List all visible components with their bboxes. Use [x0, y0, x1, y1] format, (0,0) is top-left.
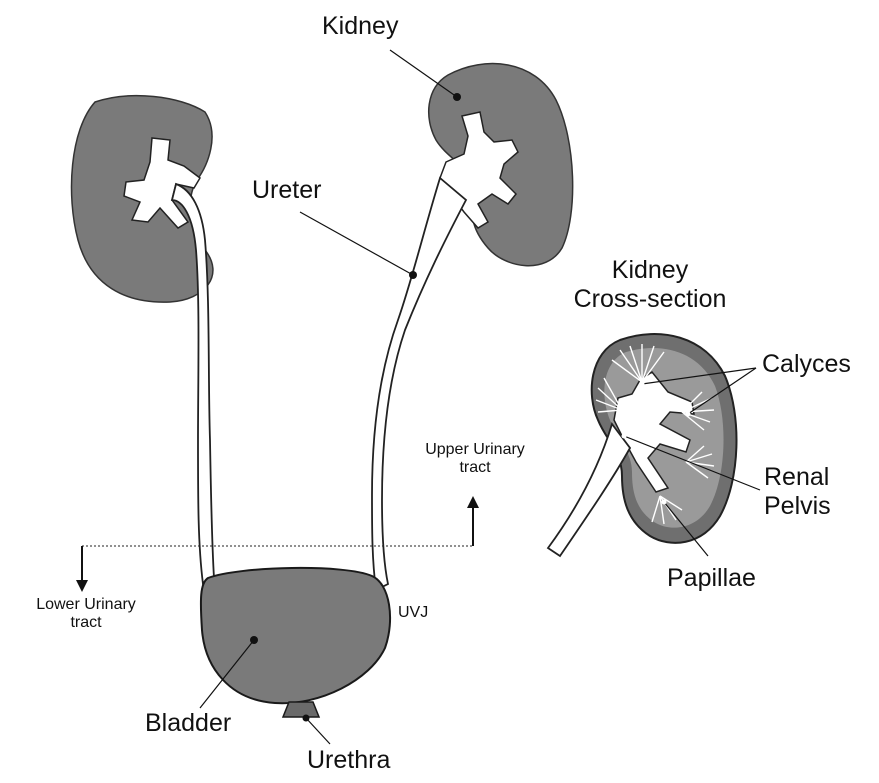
calyces-label: Calyces	[762, 350, 851, 379]
lower-tract-label-line1: Lower Urinary	[6, 596, 166, 614]
cross-section-title: Kidney Cross-section	[545, 256, 755, 314]
papillae-dot	[662, 500, 667, 505]
papillae-label: Papillae	[667, 564, 756, 593]
right-ureter	[372, 178, 466, 590]
bladder-leader-dot	[250, 636, 258, 644]
renal-pelvis-label-line2: Pelvis	[764, 492, 831, 521]
renal-pelvis-label-line1: Renal	[764, 463, 831, 492]
kidney-leader-line	[390, 50, 457, 97]
urethra-shape	[283, 702, 319, 717]
ureter-label: Ureter	[252, 176, 321, 205]
calyces-dot-1	[640, 382, 645, 387]
cross-section-title-line2: Cross-section	[545, 285, 755, 314]
right-kidney	[429, 64, 573, 266]
upper-tract-label: Upper Urinary tract	[395, 441, 555, 478]
lower-tract-label-line2: tract	[6, 614, 166, 632]
upper-tract-arrow-head	[467, 496, 479, 508]
cross-section-ureter	[548, 424, 630, 556]
renal-pelvis-label: Renal Pelvis	[764, 463, 831, 521]
kidney-label: Kidney	[322, 12, 398, 41]
urethra-leader-line	[306, 718, 330, 744]
ureter-leader-dot	[409, 271, 417, 279]
lower-tract-label: Lower Urinary tract	[6, 596, 166, 633]
cross-section-title-line1: Kidney	[545, 256, 755, 285]
kidney-leader-dot	[453, 93, 461, 101]
bladder-shape	[201, 568, 390, 703]
calyces-dot-2	[686, 412, 691, 417]
urethra-leader-dot	[303, 715, 310, 722]
lower-tract-arrow-head	[76, 580, 88, 592]
upper-tract-label-line2: tract	[395, 459, 555, 477]
urethra-label: Urethra	[307, 746, 390, 775]
upper-tract-label-line1: Upper Urinary	[395, 441, 555, 459]
bladder-label: Bladder	[145, 709, 231, 738]
ureter-leader-line	[300, 212, 413, 275]
renal-pelvis-dot	[622, 434, 627, 439]
kidney-cross-section	[548, 334, 760, 556]
uvj-label: UVJ	[398, 604, 428, 622]
